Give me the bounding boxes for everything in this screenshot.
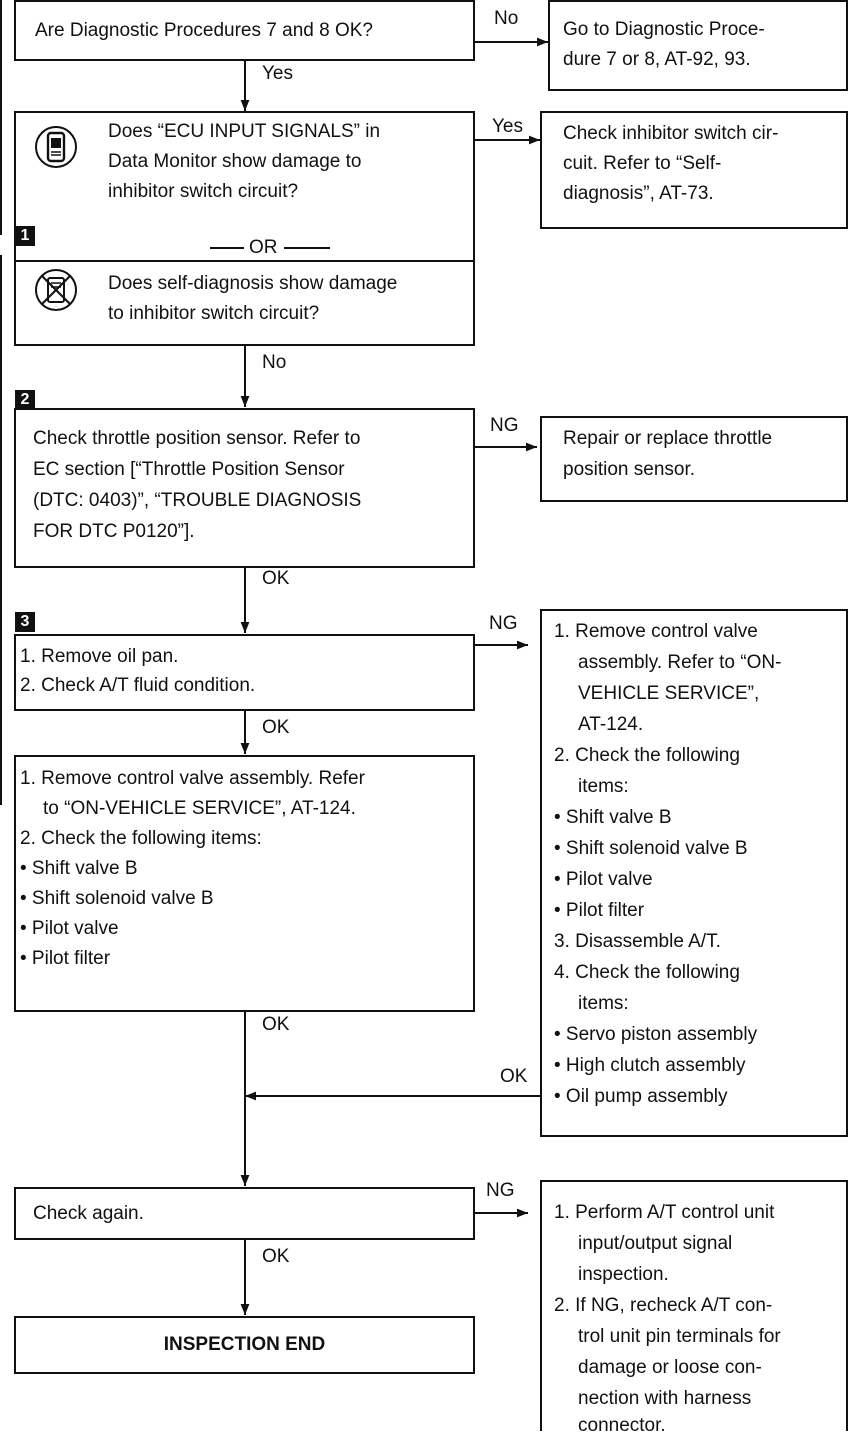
q5-line: • Shift solenoid valve B <box>20 888 214 909</box>
no-tools-icon <box>35 269 77 311</box>
q6-ng-action-line: trol unit pin terminals for <box>578 1326 781 1347</box>
q4-ok-label: OK <box>262 717 290 738</box>
q4-ng-action-line: • Servo piston assembly <box>554 1024 758 1045</box>
q5-line: 1. Remove control valve assembly. Refer <box>20 768 365 789</box>
q2-alt-line: Does self-diagnosis show damage <box>108 273 398 294</box>
q2-or-divider-left <box>210 247 244 249</box>
q4-ng-action-box <box>540 609 848 1137</box>
q3-box <box>14 408 475 568</box>
q4-ng-action-line: 3. Disassemble A/T. <box>554 931 721 952</box>
right-ok-label: OK <box>500 1066 528 1087</box>
q2-section-divider <box>14 260 475 262</box>
q3-line: (DTC: 0403)”, “TROUBLE DIAGNOSIS <box>33 490 362 511</box>
consult-tester-icon <box>35 126 77 168</box>
q6-box <box>14 1187 475 1240</box>
q4-box <box>14 634 475 711</box>
q3-line: EC section [“Throttle Position Sensor <box>33 459 345 480</box>
q1-no-action-line: Go to Diagnostic Proce- <box>563 19 765 40</box>
q4-ng-label: NG <box>489 613 518 634</box>
q4-ng-action-line: 2. Check the following <box>554 745 740 766</box>
q1-text: Are Diagnostic Procedures 7 and 8 OK? <box>35 20 373 41</box>
q2-yes-action-line: Check inhibitor switch cir- <box>563 123 779 144</box>
q1-no-action-line: dure 7 or 8, AT-92, 93. <box>563 49 751 70</box>
q5-line: • Shift valve B <box>20 858 138 879</box>
q2-yes-label: Yes <box>492 116 523 137</box>
margin-rule-top <box>0 0 2 235</box>
q4-ng-action-line: • Shift valve B <box>554 807 672 828</box>
q4-line: 2. Check A/T fluid condition. <box>20 675 256 696</box>
q1-yes-label: Yes <box>262 63 293 84</box>
q4-ng-action-line: • Pilot valve <box>554 869 653 890</box>
q4-ng-action-line: • Pilot filter <box>554 900 645 921</box>
q4-ng-action-line: items: <box>578 776 629 797</box>
q6-ng-action-line: 1. Perform A/T control unit <box>554 1202 775 1223</box>
q5-line: • Pilot valve <box>20 918 119 939</box>
q1-box <box>14 0 475 61</box>
q3-ok-label: OK <box>262 568 290 589</box>
q2-line: inhibitor switch circuit? <box>108 181 299 202</box>
q5-ok-label: OK <box>262 1014 290 1035</box>
q2-alt-line: to inhibitor switch circuit? <box>108 303 320 324</box>
q2-or-label: OR <box>249 237 278 258</box>
q1-no-label: No <box>494 8 519 29</box>
q3-line: FOR DTC P0120”]. <box>33 521 195 542</box>
q6-ng-action-line: damage or loose con- <box>578 1357 762 1378</box>
q1-no-action-box <box>548 0 848 91</box>
q4-ng-action-line: items: <box>578 993 629 1014</box>
q4-ng-action-line: AT-124. <box>578 714 644 735</box>
q2-line: Data Monitor show damage to <box>108 151 362 172</box>
q2-yes-action-box <box>540 111 848 229</box>
q6-ng-label: NG <box>486 1180 515 1201</box>
q6-ng-action-line: nection with harness <box>578 1388 752 1409</box>
q5-line: • Pilot filter <box>20 948 111 969</box>
q6-ng-action-line: input/output signal <box>578 1233 733 1254</box>
q4-ng-action-line: VEHICLE SERVICE”, <box>578 683 760 704</box>
q2-yes-action-line: cuit. Refer to “Self- <box>563 153 722 174</box>
q2-line: Does “ECU INPUT SIGNALS” in <box>108 121 381 142</box>
q6-ng-action-line: connector. <box>578 1415 666 1436</box>
q4-line: 1. Remove oil pan. <box>20 646 179 667</box>
q2-or-divider-right <box>284 247 330 249</box>
q4-ng-action-line: • Oil pump assembly <box>554 1086 728 1107</box>
end-text: INSPECTION END <box>163 1334 326 1355</box>
end-box <box>14 1316 475 1374</box>
step-number-1: 1 <box>15 226 35 246</box>
q4-ng-action-line: 1. Remove control valve <box>554 621 758 642</box>
q3-ng-action-box <box>540 416 848 502</box>
q4-ng-action-line: 4. Check the following <box>554 962 740 983</box>
step-number-3: 3 <box>15 612 35 632</box>
margin-rule-bottom <box>0 255 2 805</box>
q6-ng-action-box <box>540 1180 848 1431</box>
q2-box <box>14 111 475 346</box>
q4-ng-action-line: • High clutch assembly <box>554 1055 746 1076</box>
q3-line: Check throttle position sensor. Refer to <box>33 428 361 449</box>
q6-text: Check again. <box>33 1203 144 1224</box>
q3-ng-action-line: Repair or replace throttle <box>563 428 773 449</box>
q4-ng-action-line: assembly. Refer to “ON- <box>578 652 782 673</box>
q3-ng-action-line: position sensor. <box>563 459 696 480</box>
q6-ng-action-line: 2. If NG, recheck A/T con- <box>554 1295 773 1316</box>
q4-ng-action-line: • Shift solenoid valve B <box>554 838 748 859</box>
q2-no-label: No <box>262 352 287 373</box>
step-number-2: 2 <box>15 390 35 410</box>
q5-line: 2. Check the following items: <box>20 828 262 849</box>
q3-ng-label: NG <box>490 415 519 436</box>
q5-box <box>14 755 475 1012</box>
q6-ng-action-line: inspection. <box>578 1264 669 1285</box>
q2-yes-action-line: diagnosis”, AT-73. <box>563 183 714 204</box>
q5-line: to “ON-VEHICLE SERVICE”, AT-124. <box>43 798 356 819</box>
q6-ok-label: OK <box>262 1246 290 1267</box>
